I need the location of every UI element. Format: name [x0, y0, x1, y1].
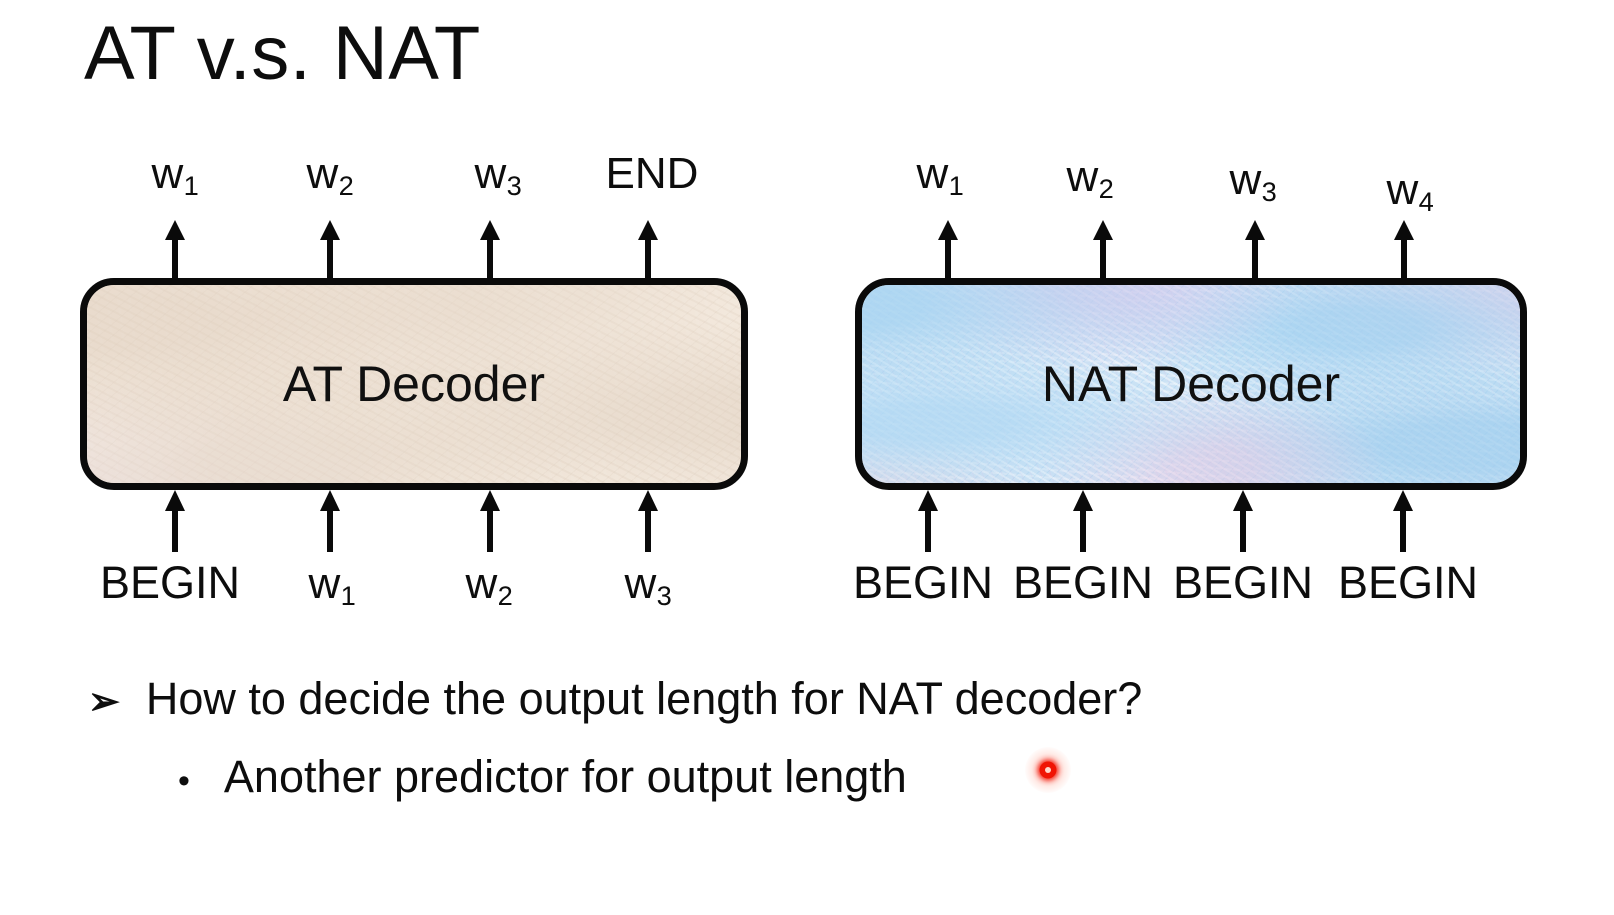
bullet-arrow-marker-icon: ➢: [88, 681, 120, 723]
page-title: AT v.s. NAT: [84, 11, 481, 96]
at-input-arrow-2: [317, 490, 343, 552]
at-output-label-1: w1: [151, 149, 199, 202]
at-output-arrow-3: [477, 220, 503, 280]
at-input-label-1: BEGIN: [99, 557, 241, 608]
bullet-level2: • Another predictor for output length: [178, 754, 907, 799]
at-input-label-2: w1: [308, 559, 356, 612]
bullet-level2-text: Another predictor for output length: [223, 751, 907, 802]
bullet-level1: ➢ How to decide the output length for NA…: [88, 676, 1142, 721]
at-input-label-3: w2: [465, 559, 513, 612]
nat-output-label-2: w2: [1066, 152, 1114, 205]
at-output-arrow-1: [162, 220, 188, 280]
at-output-label-2: w2: [306, 149, 354, 202]
at-input-arrow-3: [477, 490, 503, 552]
at-input-label-4: w3: [624, 559, 672, 612]
nat-output-arrow-2: [1090, 220, 1116, 280]
nat-input-arrow-1: [915, 490, 941, 552]
nat-output-label-1: w1: [916, 149, 964, 202]
at-decoder-label: AT Decoder: [282, 356, 546, 412]
nat-input-label-1: BEGIN: [852, 557, 994, 608]
at-output-arrow-4: [635, 220, 661, 280]
laser-halo: [1025, 747, 1071, 793]
nat-output-label-4: w4: [1386, 165, 1434, 218]
nat-decoder-box[interactable]: NAT Decoder: [855, 278, 1527, 490]
nat-input-label-2: BEGIN: [1012, 557, 1154, 608]
laser-pointer-icon: [1025, 747, 1071, 793]
nat-input-label-4: BEGIN: [1337, 557, 1479, 608]
laser-ring: [1039, 761, 1057, 779]
at-input-arrow-1: [162, 490, 188, 552]
at-output-arrow-2: [317, 220, 343, 280]
bullet-dot-marker-icon: •: [178, 762, 190, 800]
nat-output-arrow-1: [935, 220, 961, 280]
nat-output-arrow-3: [1242, 220, 1268, 280]
at-input-arrow-4: [635, 490, 661, 552]
laser-core: [1045, 767, 1051, 773]
at-output-label-4: END: [605, 149, 699, 198]
nat-decoder-label: NAT Decoder: [1041, 356, 1341, 412]
nat-input-label-3: BEGIN: [1172, 557, 1314, 608]
nat-input-arrow-3: [1230, 490, 1256, 552]
nat-input-arrow-2: [1070, 490, 1096, 552]
bullet-level1-text: How to decide the output length for NAT …: [145, 673, 1143, 724]
nat-output-arrow-4: [1391, 220, 1417, 280]
at-decoder-box[interactable]: AT Decoder: [80, 278, 748, 490]
at-output-label-3: w3: [474, 149, 522, 202]
nat-output-label-3: w3: [1229, 155, 1277, 208]
nat-input-arrow-4: [1390, 490, 1416, 552]
